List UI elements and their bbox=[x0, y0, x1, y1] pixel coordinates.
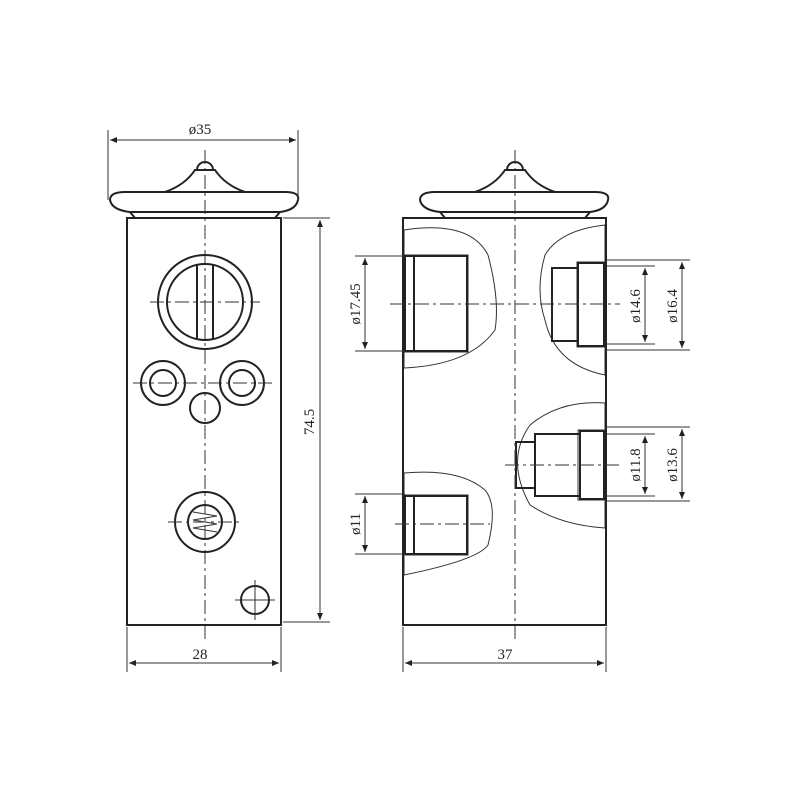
hatch-lower-left bbox=[403, 471, 493, 576]
dim-port-upper-left: ø17.45 bbox=[348, 255, 405, 352]
front-cap bbox=[108, 161, 300, 219]
port-upper-right-outer-label: ø16.4 bbox=[665, 289, 681, 323]
port-lower-left-label: ø11 bbox=[348, 513, 364, 535]
section-view: ø17.45 ø14.6 ø16.4 ø11.8 ø13.6 ø11 bbox=[348, 150, 690, 672]
port-lower-right-outer-label: ø13.6 bbox=[665, 448, 681, 482]
front-body bbox=[126, 217, 282, 626]
dim-cap-diameter: ø35 bbox=[107, 122, 299, 200]
spring-port bbox=[168, 491, 242, 553]
dim-port-upper-right: ø14.6 ø16.4 bbox=[606, 259, 690, 351]
small-hole bbox=[235, 580, 275, 620]
section-cap bbox=[418, 161, 610, 219]
dim-height: 74.5 bbox=[283, 217, 330, 623]
height-label: 74.5 bbox=[302, 409, 318, 435]
port-lower-right-inner-label: ø11.8 bbox=[628, 448, 644, 481]
hatch-upper-left bbox=[403, 227, 497, 369]
dim-port-lower-right: ø11.8 ø13.6 bbox=[606, 426, 690, 502]
dim-port-lower-left: ø11 bbox=[348, 493, 405, 555]
hatch-lower-right bbox=[517, 402, 606, 529]
port-upper-right-inner-label: ø14.6 bbox=[628, 289, 644, 323]
side-ports bbox=[133, 360, 272, 424]
section-body bbox=[402, 217, 607, 626]
dim-front-width: 28 bbox=[126, 627, 282, 672]
main-port bbox=[150, 254, 260, 350]
front-width-label: 28 bbox=[193, 647, 208, 663]
side-width-label: 37 bbox=[498, 647, 514, 663]
front-view: ø35 74.5 28 bbox=[107, 122, 330, 672]
cap-diameter-label: ø35 bbox=[189, 122, 212, 138]
hatch-upper-right bbox=[539, 224, 606, 376]
dim-side-width: 37 bbox=[402, 627, 607, 672]
port-upper-left-label: ø17.45 bbox=[348, 283, 364, 324]
